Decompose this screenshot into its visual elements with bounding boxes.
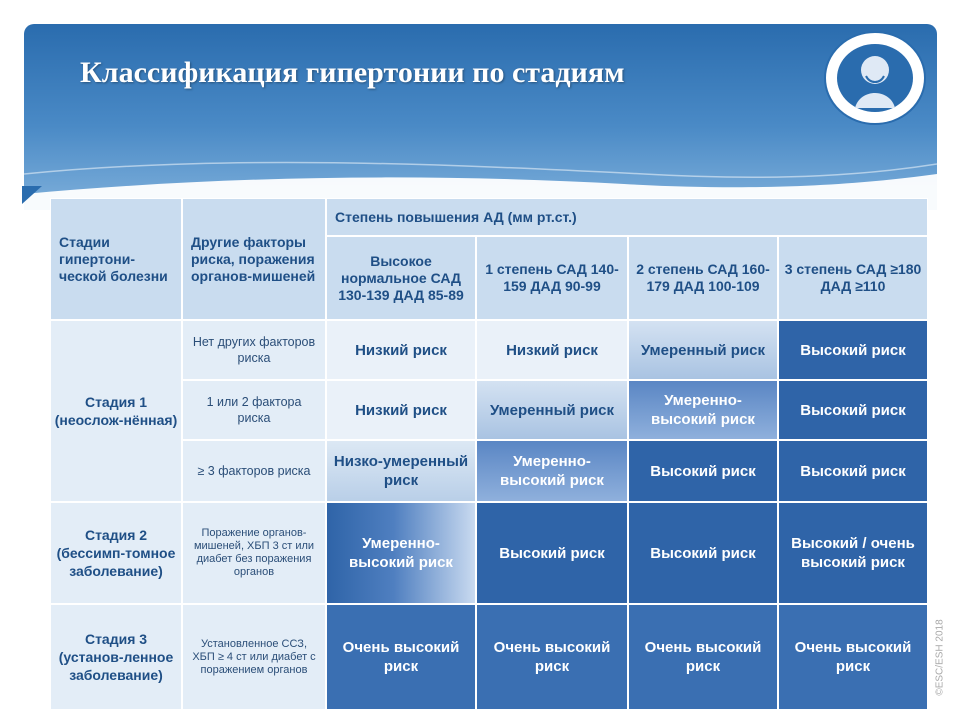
risk-r2-c4: Высокий риск [778,380,928,440]
stage-2: Стадия 2 (бессимп-томное заболевание) [50,502,182,604]
header-wave-decoration [24,161,937,210]
header-factors: Другие факторы риска, поражения органов-… [182,198,326,320]
corner-decoration [22,186,42,204]
header-stages: Стадии гипертони-ческой болезни [50,198,182,320]
foundation-logo [824,31,926,125]
risk-r2-c3: Умеренно-высокий риск [628,380,778,440]
watermark-text: ©ESC/ESH 2018 [934,619,946,696]
stage-3: Стадия 3 (установ-ленное заболевание) [50,604,182,710]
risk-r4-c3: Высокий риск [628,502,778,604]
risk-r3-c4: Высокий риск [778,440,928,502]
factor-established-cvd: Установленное ССЗ, ХБП ≥ 4 ст или диабет… [182,604,326,710]
factor-3-plus: ≥ 3 факторов риска [182,440,326,502]
risk-r1-c2: Низкий риск [476,320,628,380]
copyright-watermark: ©ESC/ESH 2018 [934,612,948,712]
risk-r4-c1: Умеренно-высокий риск [326,502,476,604]
factor-1-2: 1 или 2 фактора риска [182,380,326,440]
page-title: Классификация гипертонии по стадиям [80,56,625,89]
risk-r2-c1: Низкий риск [326,380,476,440]
risk-r5-c1: Очень высокий риск [326,604,476,710]
header-grade-high-normal: Высокое нормальное САД 130-139 ДАД 85-89 [326,236,476,320]
factor-organ-damage: Поражение органов-мишеней, ХБП 3 ст или … [182,502,326,604]
risk-r1-c1: Низкий риск [326,320,476,380]
risk-r5-c3: Очень высокий риск [628,604,778,710]
header-grade-1: 1 степень САД 140-159 ДАД 90-99 [476,236,628,320]
risk-r2-c2: Умеренный риск [476,380,628,440]
header-grade-2: 2 степень САД 160-179 ДАД 100-109 [628,236,778,320]
risk-r5-c4: Очень высокий риск [778,604,928,710]
risk-r3-c1: Низко-умеренный риск [326,440,476,502]
risk-r4-c2: Высокий риск [476,502,628,604]
header-bp-degree: Степень повышения АД (мм рт.ст.) [326,198,928,236]
risk-r3-c3: Высокий риск [628,440,778,502]
slide-header: Классификация гипертонии по стадиям [24,24,937,210]
risk-r5-c2: Очень высокий риск [476,604,628,710]
hypertension-stage-table: Стадии гипертони-ческой болезни Другие ф… [50,198,928,710]
factor-none: Нет других факторов риска [182,320,326,380]
risk-r1-c3: Умеренный риск [628,320,778,380]
risk-r1-c4: Высокий риск [778,320,928,380]
stage-1: Стадия 1 (неослож-нённая) [50,320,182,502]
risk-r4-c4: Высокий / очень высокий риск [778,502,928,604]
header-grade-3: 3 степень САД ≥180 ДАД ≥110 [778,236,928,320]
risk-r3-c2: Умеренно-высокий риск [476,440,628,502]
